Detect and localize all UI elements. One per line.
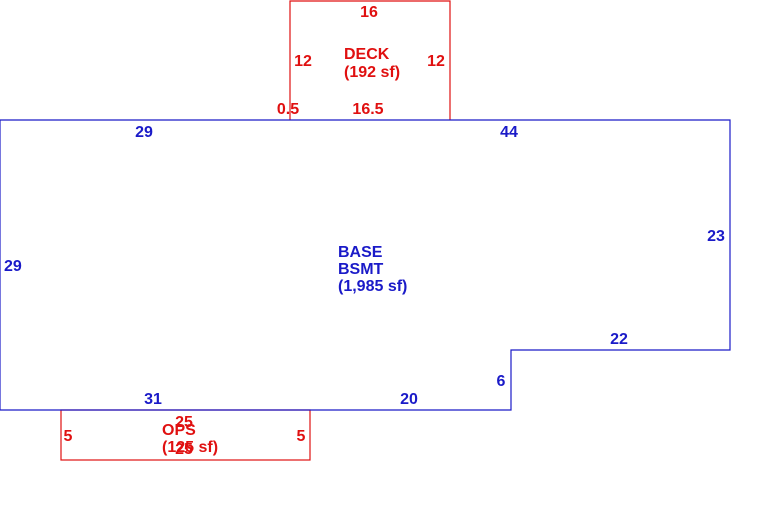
- deck-outline: [289, 0, 451, 120]
- deck-dim-top: 16: [360, 4, 378, 21]
- base-dim-bottom-right: 20: [400, 391, 418, 408]
- ops-area: (125 sf): [162, 439, 218, 456]
- base-area: (1,985 sf): [338, 278, 407, 295]
- base-dim-top-left: 29: [135, 124, 153, 141]
- ops-dim-top: 25: [175, 414, 193, 431]
- base-dim-right: 23: [707, 228, 725, 245]
- base-dim-step-top: 22: [610, 331, 628, 348]
- base-name: BASE: [338, 244, 383, 261]
- deck-dim-left: 12: [294, 53, 312, 70]
- deck-dim-bottom: 16.5: [352, 101, 383, 118]
- base-dim-left: 29: [4, 258, 22, 275]
- deck-name: DECK: [344, 46, 390, 63]
- ops-dim-left: 5: [64, 428, 73, 445]
- base-dim-top-right: 44: [500, 124, 518, 141]
- ops-name: OPS: [162, 422, 196, 439]
- deck-dim-offset: 0.5: [277, 101, 299, 118]
- ops-dim-right: 5: [297, 428, 306, 445]
- deck-area: (192 sf): [344, 64, 400, 81]
- base-outline: [0, 119, 731, 411]
- base-dim-step-side: 6: [497, 373, 506, 390]
- base-level: BSMT: [338, 261, 384, 278]
- ops-dim-bottom: 25: [175, 441, 193, 458]
- base-dim-bottom-left: 31: [144, 391, 162, 408]
- deck-dim-right: 12: [427, 53, 445, 70]
